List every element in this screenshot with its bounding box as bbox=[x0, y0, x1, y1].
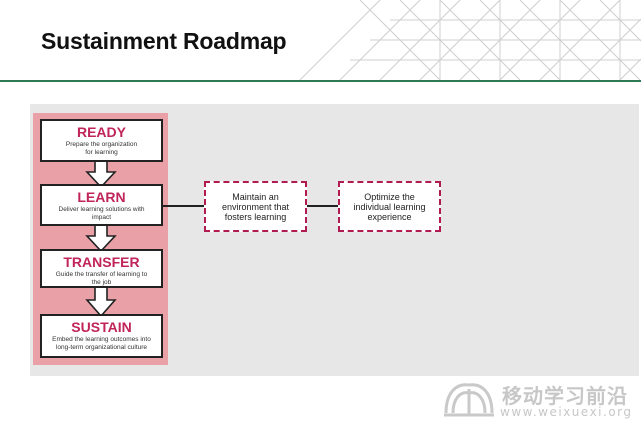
stage-title: SUSTAIN bbox=[71, 319, 132, 335]
goal-maintain-environment: Maintain an environment that fosters lea… bbox=[204, 181, 307, 232]
stage-title: TRANSFER bbox=[63, 254, 140, 270]
watermark: 移动学习前沿 www.weixuexi.org bbox=[442, 376, 641, 423]
header-divider bbox=[0, 80, 641, 82]
down-arrow-icon bbox=[85, 160, 117, 188]
header-grid-pattern bbox=[299, 0, 641, 80]
down-arrow-icon bbox=[85, 224, 117, 252]
connector-environment-to-optimize bbox=[307, 205, 338, 207]
stage-ready: READY Prepare the organization for learn… bbox=[40, 119, 163, 162]
stage-learn: LEARN Deliver learning solutions with im… bbox=[40, 184, 163, 226]
open-book-icon bbox=[444, 383, 494, 417]
watermark-chinese-text: 移动学习前沿 bbox=[502, 384, 628, 408]
stage-transfer: TRANSFER Guide the transfer of learning … bbox=[40, 249, 163, 288]
stage-description: Guide the transfer of learning to the jo… bbox=[55, 271, 148, 286]
stage-title: READY bbox=[76, 124, 126, 140]
slide-title: Sustainment Roadmap bbox=[41, 28, 287, 54]
stage-sustain: SUSTAIN Embed the learning outcomes into… bbox=[40, 314, 163, 358]
down-arrow-icon bbox=[85, 286, 117, 317]
goal-text: Maintain an environment that fosters lea… bbox=[221, 191, 290, 222]
goal-optimize-experience: Optimize the individual learning experie… bbox=[338, 181, 441, 232]
goal-text: Optimize the individual learning experie… bbox=[353, 191, 426, 222]
stage-description: Deliver learning solutions with impact bbox=[58, 206, 145, 221]
stage-title: LEARN bbox=[77, 189, 126, 205]
stage-description: Prepare the organization for learning bbox=[65, 141, 138, 156]
slide-header: Sustainment Roadmap bbox=[0, 0, 641, 82]
connector-learn-to-environment bbox=[163, 205, 204, 207]
watermark-url: www.weixuexi.org bbox=[500, 405, 633, 419]
stage-description: Embed the learning outcomes into long-te… bbox=[52, 336, 151, 351]
